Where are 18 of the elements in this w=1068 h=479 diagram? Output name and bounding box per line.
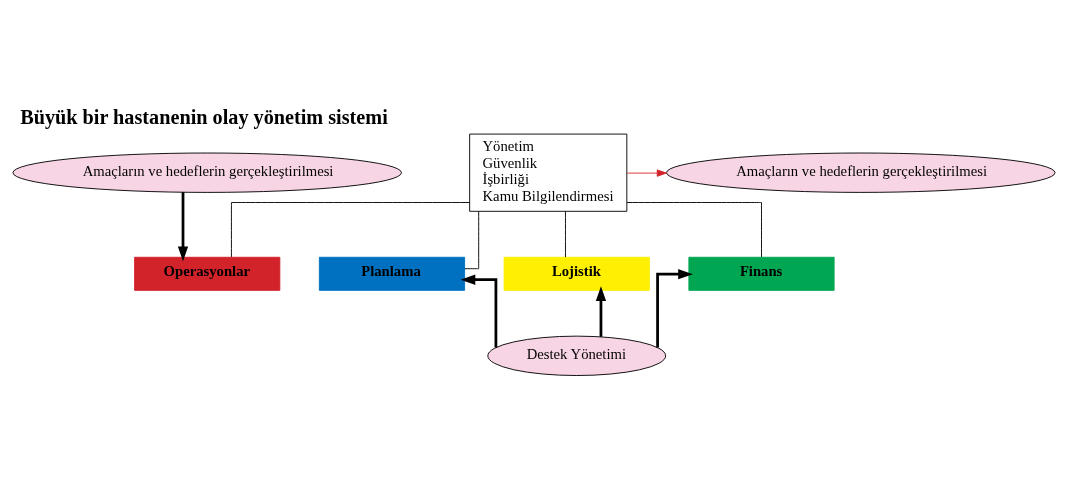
node-box: Planlama (318, 256, 466, 291)
node-ellipse: Amaçların ve hedeflerin gerçekleştirilmesi (12, 152, 402, 193)
node-box: Lojistik (503, 256, 650, 291)
arrow (177, 191, 189, 261)
arrow (460, 274, 498, 347)
arrow (656, 268, 693, 347)
connector (464, 210, 480, 269)
arrow (626, 168, 667, 177)
arrow (595, 285, 607, 337)
diagram-title: Büyük bir hastanenin olay yönetim sistemi (20, 105, 388, 128)
node-ellipse: Amaçların ve hedeflerin gerçekleştirilmesi (666, 152, 1056, 193)
node-box: Operasyonlar (134, 256, 281, 291)
connector (626, 201, 762, 257)
node-ellipse: Destek Yönetimi (487, 335, 667, 376)
connector (230, 201, 470, 257)
connector (565, 210, 566, 258)
node-box: Finans (688, 256, 835, 291)
node-box: Yönetim Güvenlik İşbirliği Kamu Bilgilendirmesi (469, 133, 628, 212)
